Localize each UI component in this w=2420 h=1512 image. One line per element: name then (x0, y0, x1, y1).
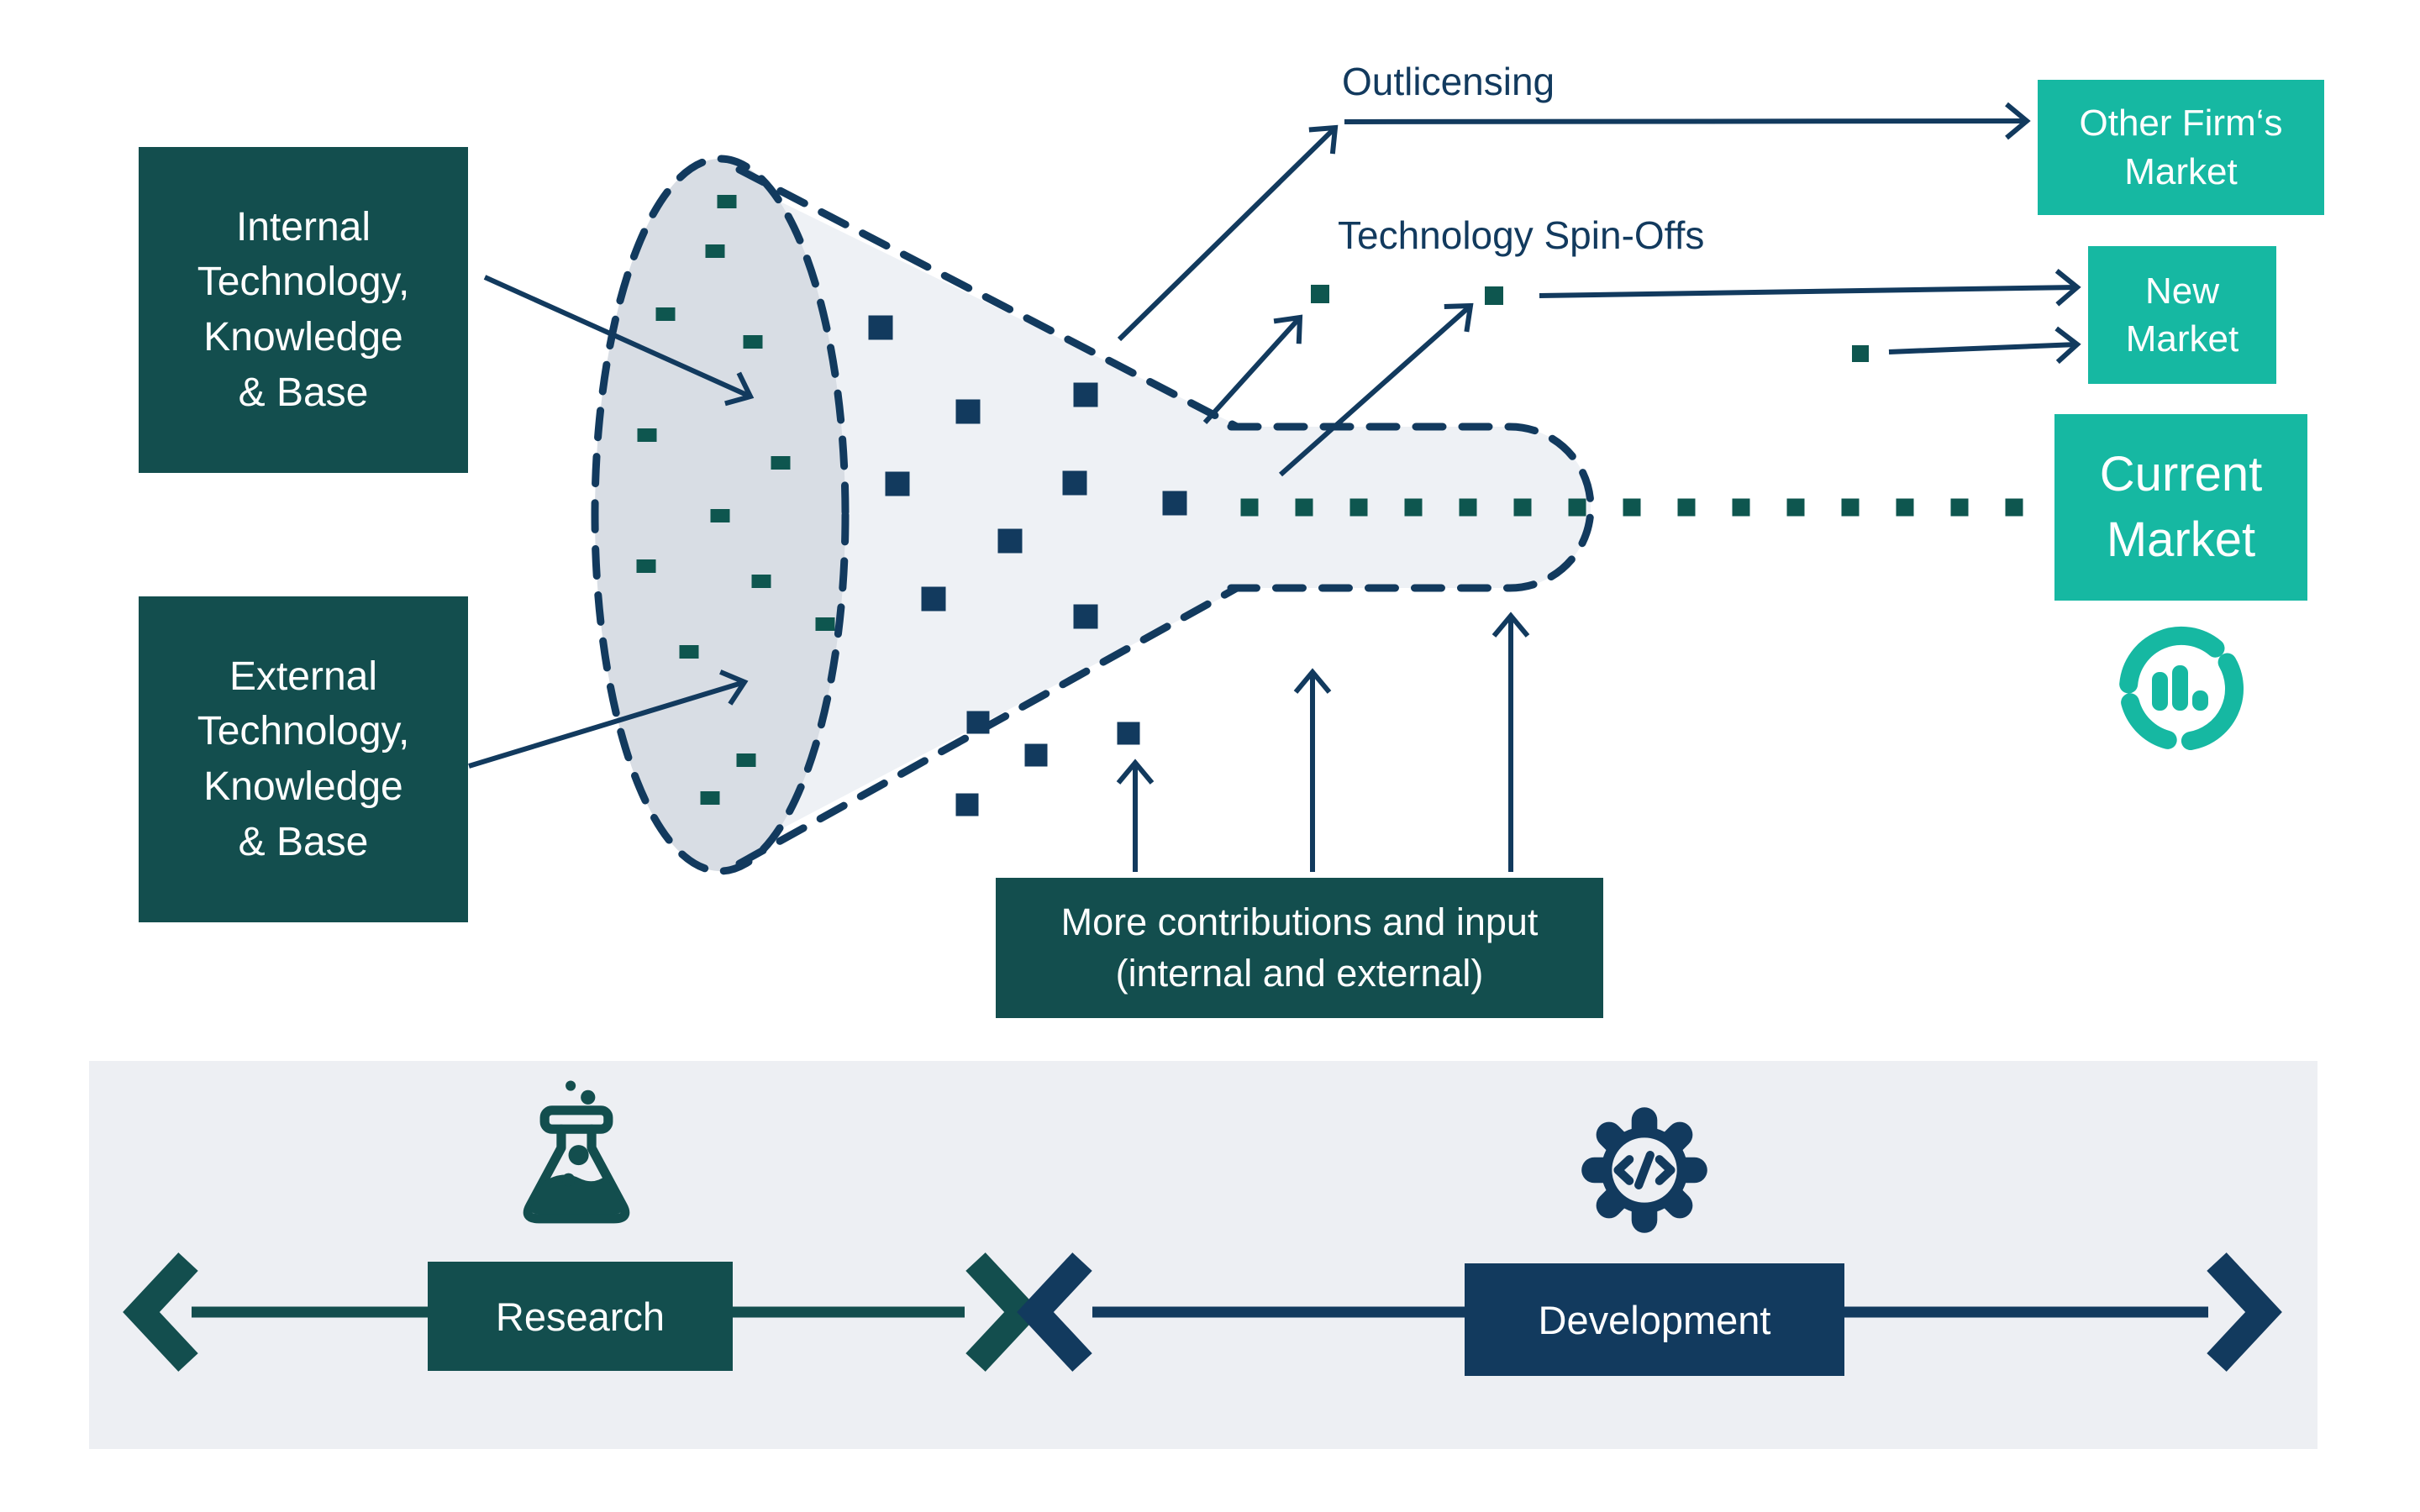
funnel-dot (655, 307, 676, 321)
funnel-dot (736, 753, 756, 767)
funnel-dot (955, 793, 979, 816)
funnel-neck-fill (1235, 427, 1591, 588)
funnel-dot (743, 335, 763, 349)
funnel-dot (1677, 498, 1696, 517)
external-knowledge-box: External Technology, Knowledge & Base (139, 596, 468, 922)
funnel-dot (1623, 498, 1641, 517)
funnel-dot (1404, 498, 1423, 517)
funnel-dot (717, 195, 737, 208)
technology-spin-offs-label: Technology Spin-Offs (1338, 213, 1705, 257)
funnel-dot (710, 509, 730, 522)
funnel-dot (1852, 345, 1869, 362)
funnel-dot (679, 645, 699, 659)
flask-icon (523, 1080, 630, 1224)
funnel-dot (955, 399, 981, 424)
external-input-arrow (468, 669, 749, 769)
new-market-arrow (1539, 269, 2081, 307)
funnel-dot (2005, 498, 2023, 517)
gear-code-icon (1581, 1107, 1707, 1233)
outlicensing-label: Outlicensing (1342, 60, 1555, 103)
funnel-dot (868, 315, 893, 340)
funnel-top-edge (735, 165, 1241, 431)
internal-input-arrow (483, 275, 755, 407)
funnel-dot (1295, 498, 1313, 517)
lone-square-arrow (1888, 326, 2081, 365)
segmented-ring-bar-chart-icon (2119, 626, 2244, 750)
funnel-dot (1349, 498, 1368, 517)
funnel-bottom-edge (735, 584, 1241, 868)
funnel-dot (1568, 498, 1586, 517)
funnel-dot (705, 244, 725, 258)
funnel-dot (1311, 285, 1329, 303)
more-contributions-box: More contributions and input (internal a… (996, 878, 1603, 1018)
funnel-dot (921, 586, 946, 612)
funnel-dot (1896, 498, 1914, 517)
development-phase-box: Development (1465, 1263, 1844, 1376)
funnel-dot (771, 456, 791, 470)
funnel-dot (997, 528, 1023, 554)
internal-knowledge-box: Internal Technology, Knowledge & Base (139, 147, 468, 473)
funnel-dot (1459, 498, 1477, 517)
current-market-text: Current Market (2099, 446, 2263, 567)
external-knowledge-text: External Technology, Knowledge & Base (197, 654, 410, 864)
more-contributions-text: More contributions and input (internal a… (1060, 900, 1539, 995)
funnel-dot (966, 711, 990, 734)
development-label: Development (1538, 1297, 1771, 1342)
funnel-dot (1485, 286, 1503, 305)
spinoff-arrow-2 (1279, 302, 1474, 477)
internal-knowledge-text: Internal Technology, Knowledge & Base (197, 204, 410, 415)
funnel-dot (637, 428, 657, 442)
outlicensing-diagonal-arrow (1117, 124, 1339, 342)
phase-band (89, 1061, 2317, 1449)
research-label: Research (495, 1294, 666, 1339)
new-market-text: New Market (2125, 270, 2239, 360)
funnel-dot (1513, 498, 1532, 517)
research-phase-box: Research (428, 1262, 733, 1371)
funnel-cone-fill (720, 172, 1240, 861)
funnel-neck-outline (1227, 423, 1595, 592)
funnel-dot (751, 575, 771, 588)
funnel-dot (885, 471, 910, 496)
new-market-box: New Market (2088, 246, 2276, 384)
funnel-mouth-fill (595, 159, 845, 871)
funnel-dot (1240, 498, 1259, 517)
funnel-mouth-outline (591, 155, 850, 875)
funnel-dot (1073, 604, 1098, 629)
funnel-dot (1117, 722, 1140, 745)
spinoff-arrow-1 (1202, 314, 1303, 425)
funnel-dot (1786, 498, 1805, 517)
funnel-dot (1024, 743, 1048, 767)
funnel-dot (700, 791, 720, 805)
other-firms-market-box: Other Firm‘s Market (2038, 80, 2324, 215)
funnel-dot (815, 617, 835, 631)
current-market-box: Current Market (2054, 414, 2307, 601)
outlicensing-arrow (1344, 102, 2031, 140)
funnel-dot (1841, 498, 1860, 517)
funnel-dot (1162, 491, 1187, 516)
funnel-dot (1732, 498, 1750, 517)
funnel-dots (636, 195, 2023, 816)
funnel-dot (1062, 470, 1087, 496)
funnel-dot (1950, 498, 1969, 517)
other-firms-market-text: Other Firm‘s Market (2079, 102, 2283, 192)
funnel-dot (1073, 382, 1098, 407)
funnel-dot (636, 559, 656, 573)
